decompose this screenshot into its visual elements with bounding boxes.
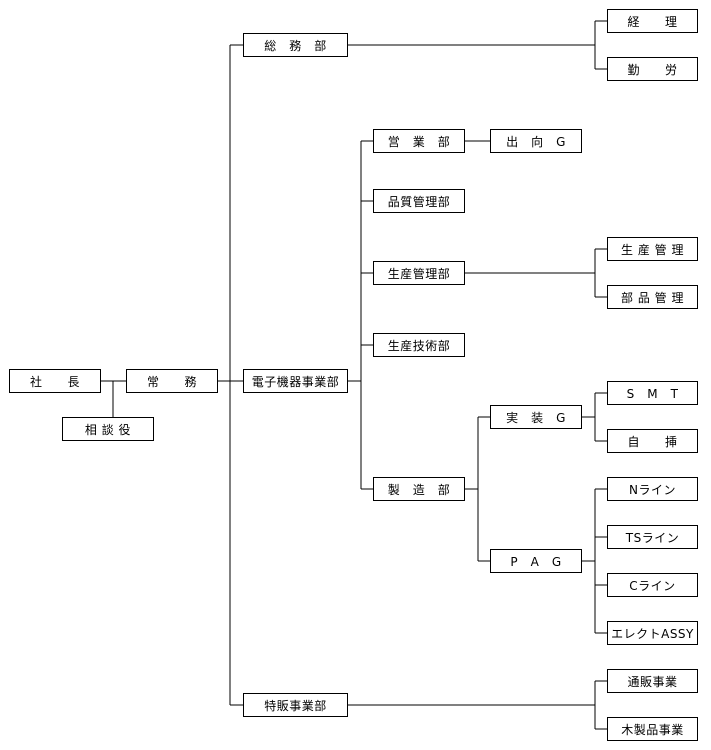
node-production-control: 生 産 管 理	[607, 237, 698, 261]
node-wood-products: 木製品事業	[607, 717, 698, 741]
node-n-line: Nライン	[607, 477, 698, 501]
node-elect-assy: エレクトASSY	[607, 621, 698, 645]
node-accounting: 経 理	[607, 9, 698, 33]
node-managing-director: 常 務	[126, 369, 218, 393]
node-auto-insert: 自 挿	[607, 429, 698, 453]
node-pag: P A G	[490, 549, 582, 573]
node-production-management: 生産管理部	[373, 261, 465, 285]
node-ts-line: TSライン	[607, 525, 698, 549]
node-mounting-group: 実 装 G	[490, 405, 582, 429]
node-manufacturing: 製 造 部	[373, 477, 465, 501]
node-mail-order: 通販事業	[607, 669, 698, 693]
node-labor: 勤 労	[607, 57, 698, 81]
node-c-line: Cライン	[607, 573, 698, 597]
node-parts-control: 部 品 管 理	[607, 285, 698, 309]
node-president: 社 長	[9, 369, 101, 393]
node-production-technology: 生産技術部	[373, 333, 465, 357]
node-general-affairs: 総 務 部	[243, 33, 348, 57]
node-special-sales-division: 特販事業部	[243, 693, 348, 717]
node-smt: S M T	[607, 381, 698, 405]
node-quality-control: 品質管理部	[373, 189, 465, 213]
node-secondment-group: 出 向 G	[490, 129, 582, 153]
node-electronics-division: 電子機器事業部	[243, 369, 348, 393]
node-advisor: 相 談 役	[62, 417, 154, 441]
node-sales: 営 業 部	[373, 129, 465, 153]
